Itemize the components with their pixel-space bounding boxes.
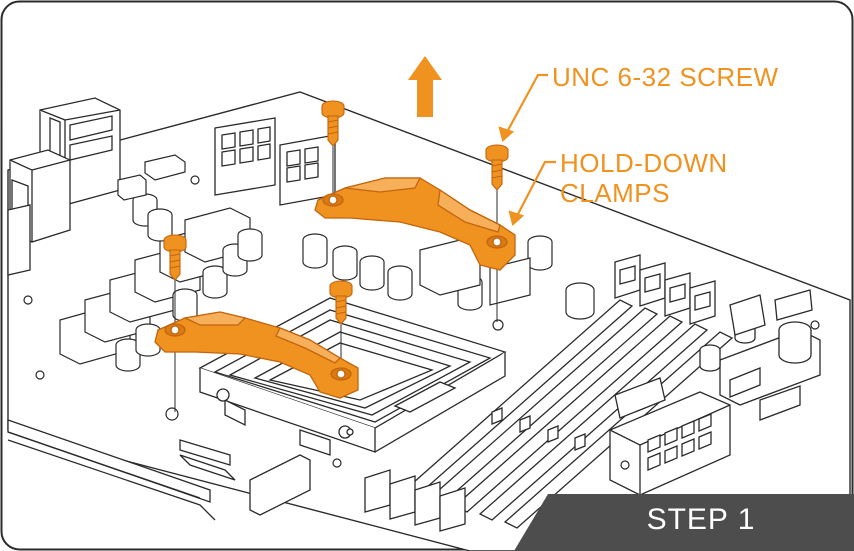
clamps-callout-line1: HOLD-DOWN	[560, 148, 728, 178]
screw-1	[321, 100, 345, 147]
clamps-callout-label: HOLD-DOWN CLAMPS	[560, 148, 728, 208]
screw-callout-label: UNC 6-32 SCREW	[552, 62, 779, 92]
screw-3	[163, 234, 187, 281]
up-arrow-icon	[408, 56, 442, 117]
rear-io-ports	[7, 97, 121, 276]
cpu-power-connectors	[214, 117, 336, 206]
hold-down-clamp-upper	[314, 177, 516, 271]
dimm-latches-top	[614, 254, 716, 325]
step-badge-shape	[514, 494, 854, 551]
hold-down-clamp-lower	[154, 311, 359, 399]
vrm-right-components	[302, 233, 595, 320]
step-label: STEP 1	[646, 503, 756, 536]
clamps-callout-line2: CLAMPS	[560, 178, 670, 208]
callout-leaders	[498, 73, 556, 227]
screw-4	[329, 280, 353, 325]
atx-power-connector	[609, 289, 821, 496]
expansion-slot	[7, 419, 311, 521]
screw-2	[485, 144, 509, 191]
dimm-latches-bottom	[364, 469, 466, 532]
